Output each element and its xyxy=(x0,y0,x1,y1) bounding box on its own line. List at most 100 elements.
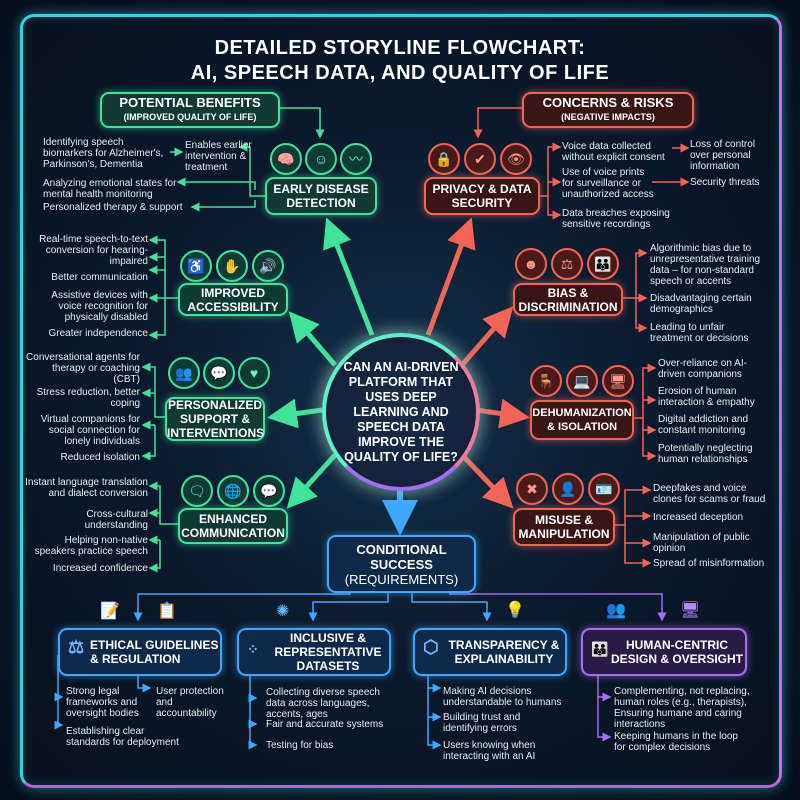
lock-icon: 🔒 xyxy=(428,143,460,175)
conditional-title: CONDITIONAL SUCCESS xyxy=(356,541,447,572)
privacy-outcome: Loss of control over personal informatio… xyxy=(690,139,756,172)
dehumanization-item: Erosion of human interaction & empathy xyxy=(658,386,755,408)
communication-item: Helping non-native speakers practice spe… xyxy=(34,535,148,557)
hands-icon: ✋ xyxy=(216,250,248,282)
clipboard-icon: 📋 xyxy=(157,603,177,620)
network-icon: ✺ xyxy=(276,603,290,620)
therapy-session-icon: 👥 xyxy=(168,357,200,389)
transparency-box: ⬡ TRANSPARENCY & EXPLAINABILITY xyxy=(413,628,567,676)
sound-wave-icon: 〰 xyxy=(340,143,372,175)
hacker-icon: 👤 xyxy=(552,473,584,505)
misuse-label: MISUSE & MANIPULATION xyxy=(518,513,610,541)
open-box-icon: ⬡ xyxy=(423,637,439,657)
dehumanization-item: Potentially neglecting human relationshi… xyxy=(658,443,753,465)
outer-frame xyxy=(20,14,782,788)
page-title: DETAILED STORYLINE FLOWCHART: AI, SPEECH… xyxy=(0,36,800,86)
risks-title: CONCERNS & RISKS xyxy=(542,95,674,110)
bias-item: Leading to unfair treatment or decisions xyxy=(650,322,749,344)
doctor-monitor-icon: 🖥 xyxy=(680,602,701,619)
human-centric-item: Complementing, not replacing, human role… xyxy=(614,686,750,730)
accessibility-label: IMPROVED ACCESSIBILITY xyxy=(187,285,279,314)
data-grid-icon: ⁘ xyxy=(247,641,259,657)
people-meeting-icon: 👥 xyxy=(606,602,626,619)
transparency-item: Users knowing when interacting with an A… xyxy=(443,740,536,762)
misuse-item: Deepfakes and voice clones for scams or … xyxy=(653,483,766,505)
misuse-manipulation-box: MISUSE & MANIPULATION xyxy=(513,508,615,546)
inclusive-label: INCLUSIVE & REPRESENTATIVE DATASETS xyxy=(274,631,382,673)
accessibility-item: Better communication xyxy=(51,272,148,283)
wheelchair-icon: ♿ xyxy=(180,250,212,282)
dehumanization-item: Digital addiction and constant monitorin… xyxy=(658,414,749,436)
inclusive-datasets-box: ⁘ INCLUSIVE & REPRESENTATIVE DATASETS xyxy=(237,628,391,676)
early-detection-item: Personalized therapy & support xyxy=(43,202,183,213)
human-centric-label: HUMAN-CENTRIC DESIGN & OVERSIGHT xyxy=(610,638,744,666)
conditional-success-box: CONDITIONAL SUCCESS (REQUIREMENTS) xyxy=(327,535,476,593)
transparency-item: Making AI decisions understandable to hu… xyxy=(443,686,562,708)
faces-icon: ☻ xyxy=(515,248,547,280)
dehumanization-item: Over-reliance on AI-driven companions xyxy=(658,358,747,380)
benefits-title: POTENTIAL BENEFITS xyxy=(119,95,261,110)
enhanced-communication-box: ENHANCED COMMUNICATION xyxy=(178,508,288,544)
ethical-item: Establishing clear standards for deploym… xyxy=(66,726,179,748)
bias-discrimination-box: BIAS & DISCRIMINATION xyxy=(513,283,623,316)
early-detection-label: EARLY DISEASE DETECTION xyxy=(273,182,369,210)
accessibility-item: Greater independence xyxy=(48,328,148,339)
human-centric-box: 👪 HUMAN-CENTRIC DESIGN & OVERSIGHT xyxy=(581,628,747,676)
support-item: Virtual companions for social connection… xyxy=(40,414,140,447)
bias-item: Disadvantaging certain demographics xyxy=(650,293,752,315)
communication-item: Cross-cultural understanding xyxy=(84,509,148,531)
privacy-data-security-box: PRIVACY & DATA SECURITY xyxy=(424,177,540,215)
support-item: Stress reduction, better coping xyxy=(36,387,140,409)
speech-bubbles-icon: 💬 xyxy=(253,475,285,507)
privacy-label: PRIVACY & DATA SECURITY xyxy=(432,182,532,210)
person-screen-icon: 💻 xyxy=(566,365,598,397)
personalized-support-box: PERSONALIZED SUPPORT & INTERVENTIONS xyxy=(165,397,265,441)
misuse-item: Increased deception xyxy=(653,512,744,523)
transparency-label: TRANSPARENCY & EXPLAINABILITY xyxy=(448,638,560,666)
heart-pulse-icon: ♥ xyxy=(238,357,270,389)
privacy-item: Voice data collected without explicit co… xyxy=(562,141,665,163)
shield-check-icon: ✔ xyxy=(464,143,496,175)
accessibility-item: Assistive devices with voice recognition… xyxy=(51,290,148,323)
ethical-guidelines-box: ⚖ ETHICAL GUIDELINES & REGULATION xyxy=(58,628,222,676)
lightbulb-icon: 💡 xyxy=(505,602,525,619)
people-chat-icon: 💬 xyxy=(203,357,235,389)
benefits-subtitle: (IMPROVED QUALITY OF LIFE) xyxy=(123,112,257,122)
central-question-text: CAN AN AI-DRIVEN PLATFORM THAT USES DEEP… xyxy=(343,359,459,464)
inclusive-item: Fair and accurate systems xyxy=(266,719,384,730)
inclusive-item: Collecting diverse speech data across la… xyxy=(266,687,380,720)
bias-item: Algorithmic bias due to unrepresentative… xyxy=(650,243,761,287)
communication-label: ENHANCED COMMUNICATION xyxy=(181,512,285,540)
title-line-1: DETAILED STORYLINE FLOWCHART: xyxy=(214,37,586,59)
early-detection-item: Identifying speech biomarkers for Alzhei… xyxy=(43,137,164,170)
empty-chair-icon: 🪑 xyxy=(530,365,562,397)
misuse-item: Spread of misinformation xyxy=(653,558,765,569)
globe-icon: 🌐 xyxy=(217,475,249,507)
privacy-item: Use of voice prints for surveillance or … xyxy=(562,167,654,200)
communication-item: Increased confidence xyxy=(52,563,148,574)
communication-item: Instant language translation and dialect… xyxy=(25,477,148,499)
dehumanization-isolation-box: DEHUMANIZATION & ISOLATION xyxy=(530,400,634,440)
early-disease-detection-box: EARLY DISEASE DETECTION xyxy=(265,177,377,215)
ethical-item: Strong legal frameworks and oversight bo… xyxy=(66,686,139,719)
support-item: Conversational agents for therapy or coa… xyxy=(26,352,140,385)
document-pen-icon: 📝 xyxy=(100,603,120,620)
dehumanization-label: DEHUMANIZATION & ISOLATION xyxy=(532,407,632,433)
video-call-icon: 🖥 xyxy=(602,365,634,397)
speaker-icon: 🔊 xyxy=(252,250,284,282)
scales-icon: ⚖ xyxy=(551,248,583,280)
id-card-icon: 🪪 xyxy=(588,473,620,505)
potential-benefits-header: POTENTIAL BENEFITS (IMPROVED QUALITY OF … xyxy=(100,92,280,128)
misuse-item: Manipulation of public opinion xyxy=(653,532,750,554)
title-line-2: AI, SPEECH DATA, AND QUALITY OF LIFE xyxy=(190,62,610,84)
translate-chat-icon: 🗨 xyxy=(181,475,213,507)
group-faces-icon: 👪 xyxy=(587,248,619,280)
brain-icon: 🧠 xyxy=(270,143,302,175)
head-brain-icon: ☺ xyxy=(305,143,337,175)
gavel-icon: ⚖ xyxy=(68,637,85,657)
team-icon: 👪 xyxy=(591,641,609,657)
concerns-risks-header: CONCERNS & RISKS (NEGATIVE IMPACTS) xyxy=(522,92,694,128)
bias-label: BIAS & DISCRIMINATION xyxy=(518,285,618,314)
ethical-side-item: User protection and accountability xyxy=(156,686,224,719)
